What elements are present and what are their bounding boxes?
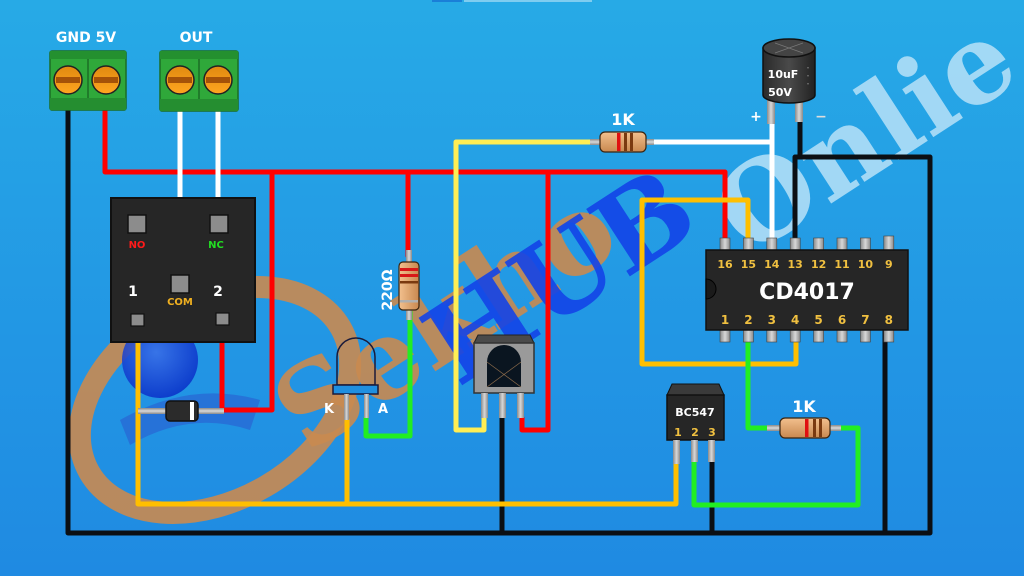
wire-gnd-right: [792, 154, 933, 536]
ic-pin-label-16: 16: [717, 258, 733, 271]
wire-led-a: [363, 309, 413, 439]
ic-pin-label-11: 11: [834, 258, 849, 271]
ic-pin-4: [789, 329, 801, 343]
relay-pin-nc: [209, 214, 229, 234]
diode-cathode-band: [190, 402, 194, 420]
wire-5v-ir: [519, 169, 551, 433]
wire-ir-signal: [453, 139, 603, 433]
transistor-bc547[interactable]: BC547 1 2 3: [666, 383, 725, 464]
ir-sensor-window-icon: [487, 345, 521, 387]
diode[interactable]: [138, 400, 224, 422]
relay-pin-1: [130, 313, 145, 327]
ic-pin-label-10: 10: [858, 258, 874, 271]
relay-pin-no: [127, 214, 147, 234]
relay-label-no: NO: [129, 240, 146, 251]
ic-pin-label-14: 14: [764, 258, 780, 271]
relay-label-1: 1: [128, 284, 138, 300]
ic-pin-16: [719, 237, 731, 251]
ic-pin-label-7: 7: [861, 313, 869, 327]
capacitor-voltage: 50V: [768, 86, 792, 99]
wires: [65, 105, 933, 536]
relay-label-nc: NC: [208, 240, 224, 251]
transistor-pin-1-label: 1: [674, 426, 682, 439]
resistor-1k-bottom[interactable]: 1K: [767, 397, 841, 439]
terminal-power[interactable]: GND 5V: [49, 30, 127, 111]
relay[interactable]: NO NC COM 1 2: [110, 197, 256, 343]
ic-pin-13: [789, 237, 801, 251]
transistor-pin-3-label: 3: [708, 426, 716, 439]
led-label-a: A: [378, 402, 388, 417]
top-indicator-light: [464, 0, 592, 2]
relay-pin-2: [215, 312, 230, 326]
resistor-1k-top-label: 1K: [611, 110, 635, 129]
transistor-name: BC547: [675, 406, 714, 419]
wire-res-base: [691, 425, 861, 508]
ic-pin-14: [766, 237, 778, 251]
ic-pin-8: [883, 329, 895, 343]
ic-pin-label-8: 8: [885, 313, 893, 327]
ic-pin-label-3: 3: [768, 313, 776, 327]
ic-name: CD4017: [759, 280, 855, 305]
transistor-pin-2-label: 2: [691, 426, 699, 439]
resistor-220[interactable]: 220Ω: [380, 250, 420, 320]
capacitor-plus-label: +: [750, 109, 762, 125]
wire-5v-relay: [219, 169, 275, 413]
resistor-220-label: 220Ω: [380, 269, 396, 310]
ic-pins-bottom: [719, 329, 895, 343]
ir-receiver[interactable]: [473, 334, 535, 418]
ic-pin-12: [813, 237, 824, 251]
ic-pin-label-9: 9: [885, 258, 893, 271]
ic-pin-label-15: 15: [741, 258, 756, 271]
ic-pin-label-6: 6: [838, 313, 846, 327]
led-label-k: K: [324, 402, 335, 417]
ic-pin-10: [860, 237, 871, 251]
relay-pin-com: [170, 274, 190, 294]
ic-pin-label-5: 5: [814, 313, 822, 327]
top-indicator: [432, 0, 462, 2]
wire-reset: [639, 197, 799, 367]
wire-pin2-res: [745, 327, 773, 431]
svg-text:˅: ˅: [807, 75, 810, 82]
ic-pin-label-13: 13: [788, 258, 803, 271]
ic-pin-5: [813, 329, 824, 343]
terminal-output[interactable]: OUT: [159, 30, 239, 112]
ic-pin-15: [743, 237, 754, 251]
ic-pin-6: [836, 329, 848, 343]
ic-pin-label-4: 4: [791, 313, 799, 327]
ic-pin-label-2: 2: [744, 313, 752, 327]
capacitor-value: 10uF: [768, 68, 799, 81]
relay-label-com: COM: [167, 297, 193, 308]
ic-pin-2: [743, 329, 754, 343]
ic-pin-label-1: 1: [721, 313, 729, 327]
terminal-output-label: OUT: [180, 30, 213, 46]
wire-gnd-main: [65, 105, 888, 536]
capacitor[interactable]: ˅ ˅ ˅ 10uF 50V + −: [750, 38, 827, 125]
terminal-power-label: GND 5V: [56, 30, 116, 46]
capacitor-minus-label: −: [815, 109, 827, 125]
svg-text:˅: ˅: [807, 67, 810, 74]
resistor-1k-bottom-label: 1K: [792, 397, 816, 416]
wire-5v-rail: [102, 105, 728, 243]
svg-text:˅: ˅: [807, 83, 810, 90]
ic-pin-7: [860, 329, 871, 343]
resistor-1k-top[interactable]: 1K: [590, 110, 654, 153]
relay-label-2: 2: [213, 284, 223, 300]
ic-pin-11: [836, 237, 848, 251]
ic-pin-3: [766, 329, 778, 343]
ic-pin-label-12: 12: [811, 258, 826, 271]
led[interactable]: K A: [324, 337, 388, 420]
ic-pin-1: [719, 329, 731, 343]
ic-pin-9: [883, 235, 895, 251]
